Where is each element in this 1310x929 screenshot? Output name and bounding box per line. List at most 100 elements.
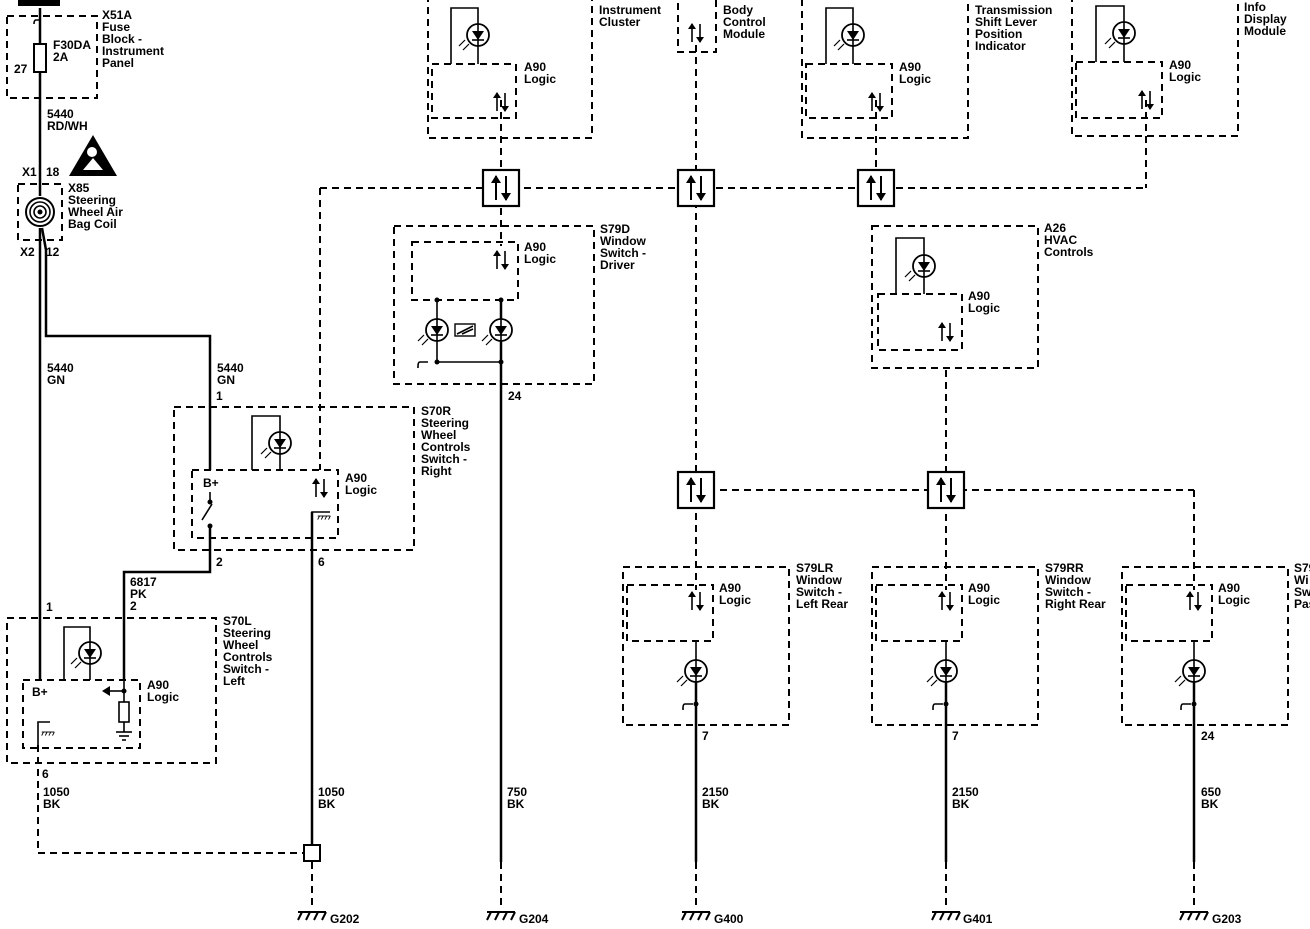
s79d-logic-1: A90 — [524, 240, 546, 254]
s79d-desc-3: Driver — [600, 258, 635, 272]
ground-wire-5-number: 2150 — [952, 785, 979, 799]
grounds: G202 G204 G400 G401 G203 — [297, 911, 1242, 926]
solid-wires — [38, 8, 1196, 862]
shift-lever-desc-1: Transmission — [975, 3, 1052, 17]
s79lr-desc-2: Switch - — [796, 585, 842, 599]
ground-wire-1-number: 1050 — [43, 785, 70, 799]
s70r-desc-4: Switch - — [421, 452, 467, 466]
bcm-desc-1: Body — [723, 3, 753, 17]
s70l-desc-1: Steering — [223, 626, 271, 640]
s79rr-logic-1: A90 — [968, 581, 990, 595]
info-display-logic-1: A90 — [1169, 58, 1191, 72]
info-display-desc-1: Info — [1244, 0, 1266, 14]
s79rr-desc-3: Right Rear — [1045, 597, 1106, 611]
s79lr-desc-1: Window — [796, 573, 843, 587]
s70l-desc-4: Switch - — [223, 662, 269, 676]
ground-wire-6-color: BK — [1201, 797, 1219, 811]
info-display-desc-3: Module — [1244, 24, 1286, 38]
airbag-coil-desc-1: Steering — [68, 193, 116, 207]
airbag-coil-x2: X2 — [20, 245, 35, 259]
wire-gn-left-number: 5440 — [47, 361, 74, 375]
s70r-desc-5: Right — [421, 464, 452, 478]
fuse-rating: 2A — [53, 50, 69, 64]
wire-pk-number: 6817 — [130, 575, 157, 589]
s79p-name: S79 — [1294, 561, 1310, 575]
info-display-logic-2: Logic — [1169, 70, 1201, 84]
gn-wire-labels: 5440 GN 5440 GN 1 — [47, 361, 244, 403]
wire-gn-right-color: GN — [217, 373, 235, 387]
s79d-name: S79D — [600, 222, 630, 236]
shift-lever-desc-2: Shift Lever — [975, 15, 1037, 29]
ground-label-g204: G204 — [519, 912, 549, 926]
airbag-coil-name: X85 — [68, 181, 90, 195]
wire-pk-color: PK — [130, 587, 147, 601]
s70r-pin-a: 2 — [216, 555, 223, 569]
shift-lever-indicator: A90 Logic Transmission Shift Lever Posit… — [801, 0, 1052, 139]
body-control-module: Body Control Module — [677, 0, 766, 53]
ground-label-g400: G400 — [714, 912, 744, 926]
ground-icon — [681, 911, 711, 921]
instrument-cluster-logic-2: Logic — [524, 72, 556, 86]
wire-gn-left-color: GN — [47, 373, 65, 387]
s79rr-pin: 7 — [952, 729, 959, 743]
s79p-logic-2: Logic — [1218, 593, 1250, 607]
ground-wire-3-color: BK — [507, 797, 525, 811]
s70r-desc-3: Controls — [421, 440, 471, 454]
s79d-logic-2: Logic — [524, 252, 556, 266]
s79p-logic-1: A90 — [1218, 581, 1240, 595]
info-display-desc-2: Display — [1244, 12, 1287, 26]
fuse-block-desc-3: Instrument — [102, 44, 164, 58]
fuse-block-desc-2: Block - — [102, 32, 142, 46]
airbag-coil-x1: X1 — [22, 165, 37, 179]
wire-pk-pin: 2 — [130, 599, 137, 613]
s70l-pin-top: 1 — [46, 600, 53, 614]
s70l-desc-2: Wheel — [223, 638, 258, 652]
ground-wire-5-color: BK — [952, 797, 970, 811]
s79lr-logic-1: A90 — [719, 581, 741, 595]
shift-lever-desc-3: Position — [975, 27, 1022, 41]
bus-splices — [481, 168, 966, 510]
wire-gn-right-pin: 1 — [216, 389, 223, 403]
info-display-module: A90 Logic Info Display Module — [1071, 0, 1287, 137]
airbag-warning-icon — [69, 135, 117, 176]
ground-wire-2-color: BK — [318, 797, 336, 811]
wire-rdwh-number: 5440 — [47, 107, 74, 121]
a26-name: A26 — [1044, 221, 1066, 235]
airbag-coil-desc-3: Bag Coil — [68, 217, 117, 231]
instrument-cluster-desc-1: Instrument — [599, 3, 661, 17]
airbag-coil-desc-2: Wheel Air — [68, 205, 123, 219]
a26-logic-1: A90 — [968, 289, 990, 303]
s70r-logic-2: Logic — [345, 483, 377, 497]
switch-s70l: B+ A90 Logic S70L Steering Wheel Control… — [6, 600, 273, 781]
shift-lever-desc-4: Indicator — [975, 39, 1026, 53]
shift-lever-logic-2: Logic — [899, 72, 931, 86]
airbag-coil-x1-pin: 18 — [46, 165, 60, 179]
s70l-pin-bottom: 6 — [42, 767, 49, 781]
ground-label-g203: G203 — [1212, 912, 1242, 926]
s70l-bplus: B+ — [32, 685, 48, 699]
fuse-pin: 27 — [14, 62, 28, 76]
s70r-logic-1: A90 — [345, 471, 367, 485]
s70r-pin-b: 6 — [318, 555, 325, 569]
s79p-pin: 24 — [1201, 729, 1215, 743]
ground-wire-6-number: 650 — [1201, 785, 1221, 799]
ground-wire-1-color: BK — [43, 797, 61, 811]
window-switch-passenger: A90 Logic S79 Wi Sw Pas 24 — [1121, 561, 1310, 743]
ground-label-g202: G202 — [330, 912, 360, 926]
wire-rdwh-color: RD/WH — [47, 119, 88, 133]
shift-lever-logic-1: A90 — [899, 60, 921, 74]
ground-icon — [297, 911, 327, 921]
fuse-block-name: X51A — [102, 8, 132, 22]
ground-wire-4-color: BK — [702, 797, 720, 811]
ground-icon — [486, 911, 516, 921]
airbag-coil-x2-pin: 12 — [46, 245, 60, 259]
s70l-desc-5: Left — [223, 674, 245, 688]
s70l-desc-3: Controls — [223, 650, 273, 664]
s79lr-logic-2: Logic — [719, 593, 751, 607]
ground-wire-4-number: 2150 — [702, 785, 729, 799]
s79d-desc-2: Switch - — [600, 246, 646, 260]
ground-wire-labels: 1050 BK 1050 BK 750 BK 2150 BK 2150 BK 6… — [43, 785, 1221, 811]
s79p-desc-3: Pas — [1294, 597, 1310, 611]
s79lr-pin: 7 — [702, 729, 709, 743]
